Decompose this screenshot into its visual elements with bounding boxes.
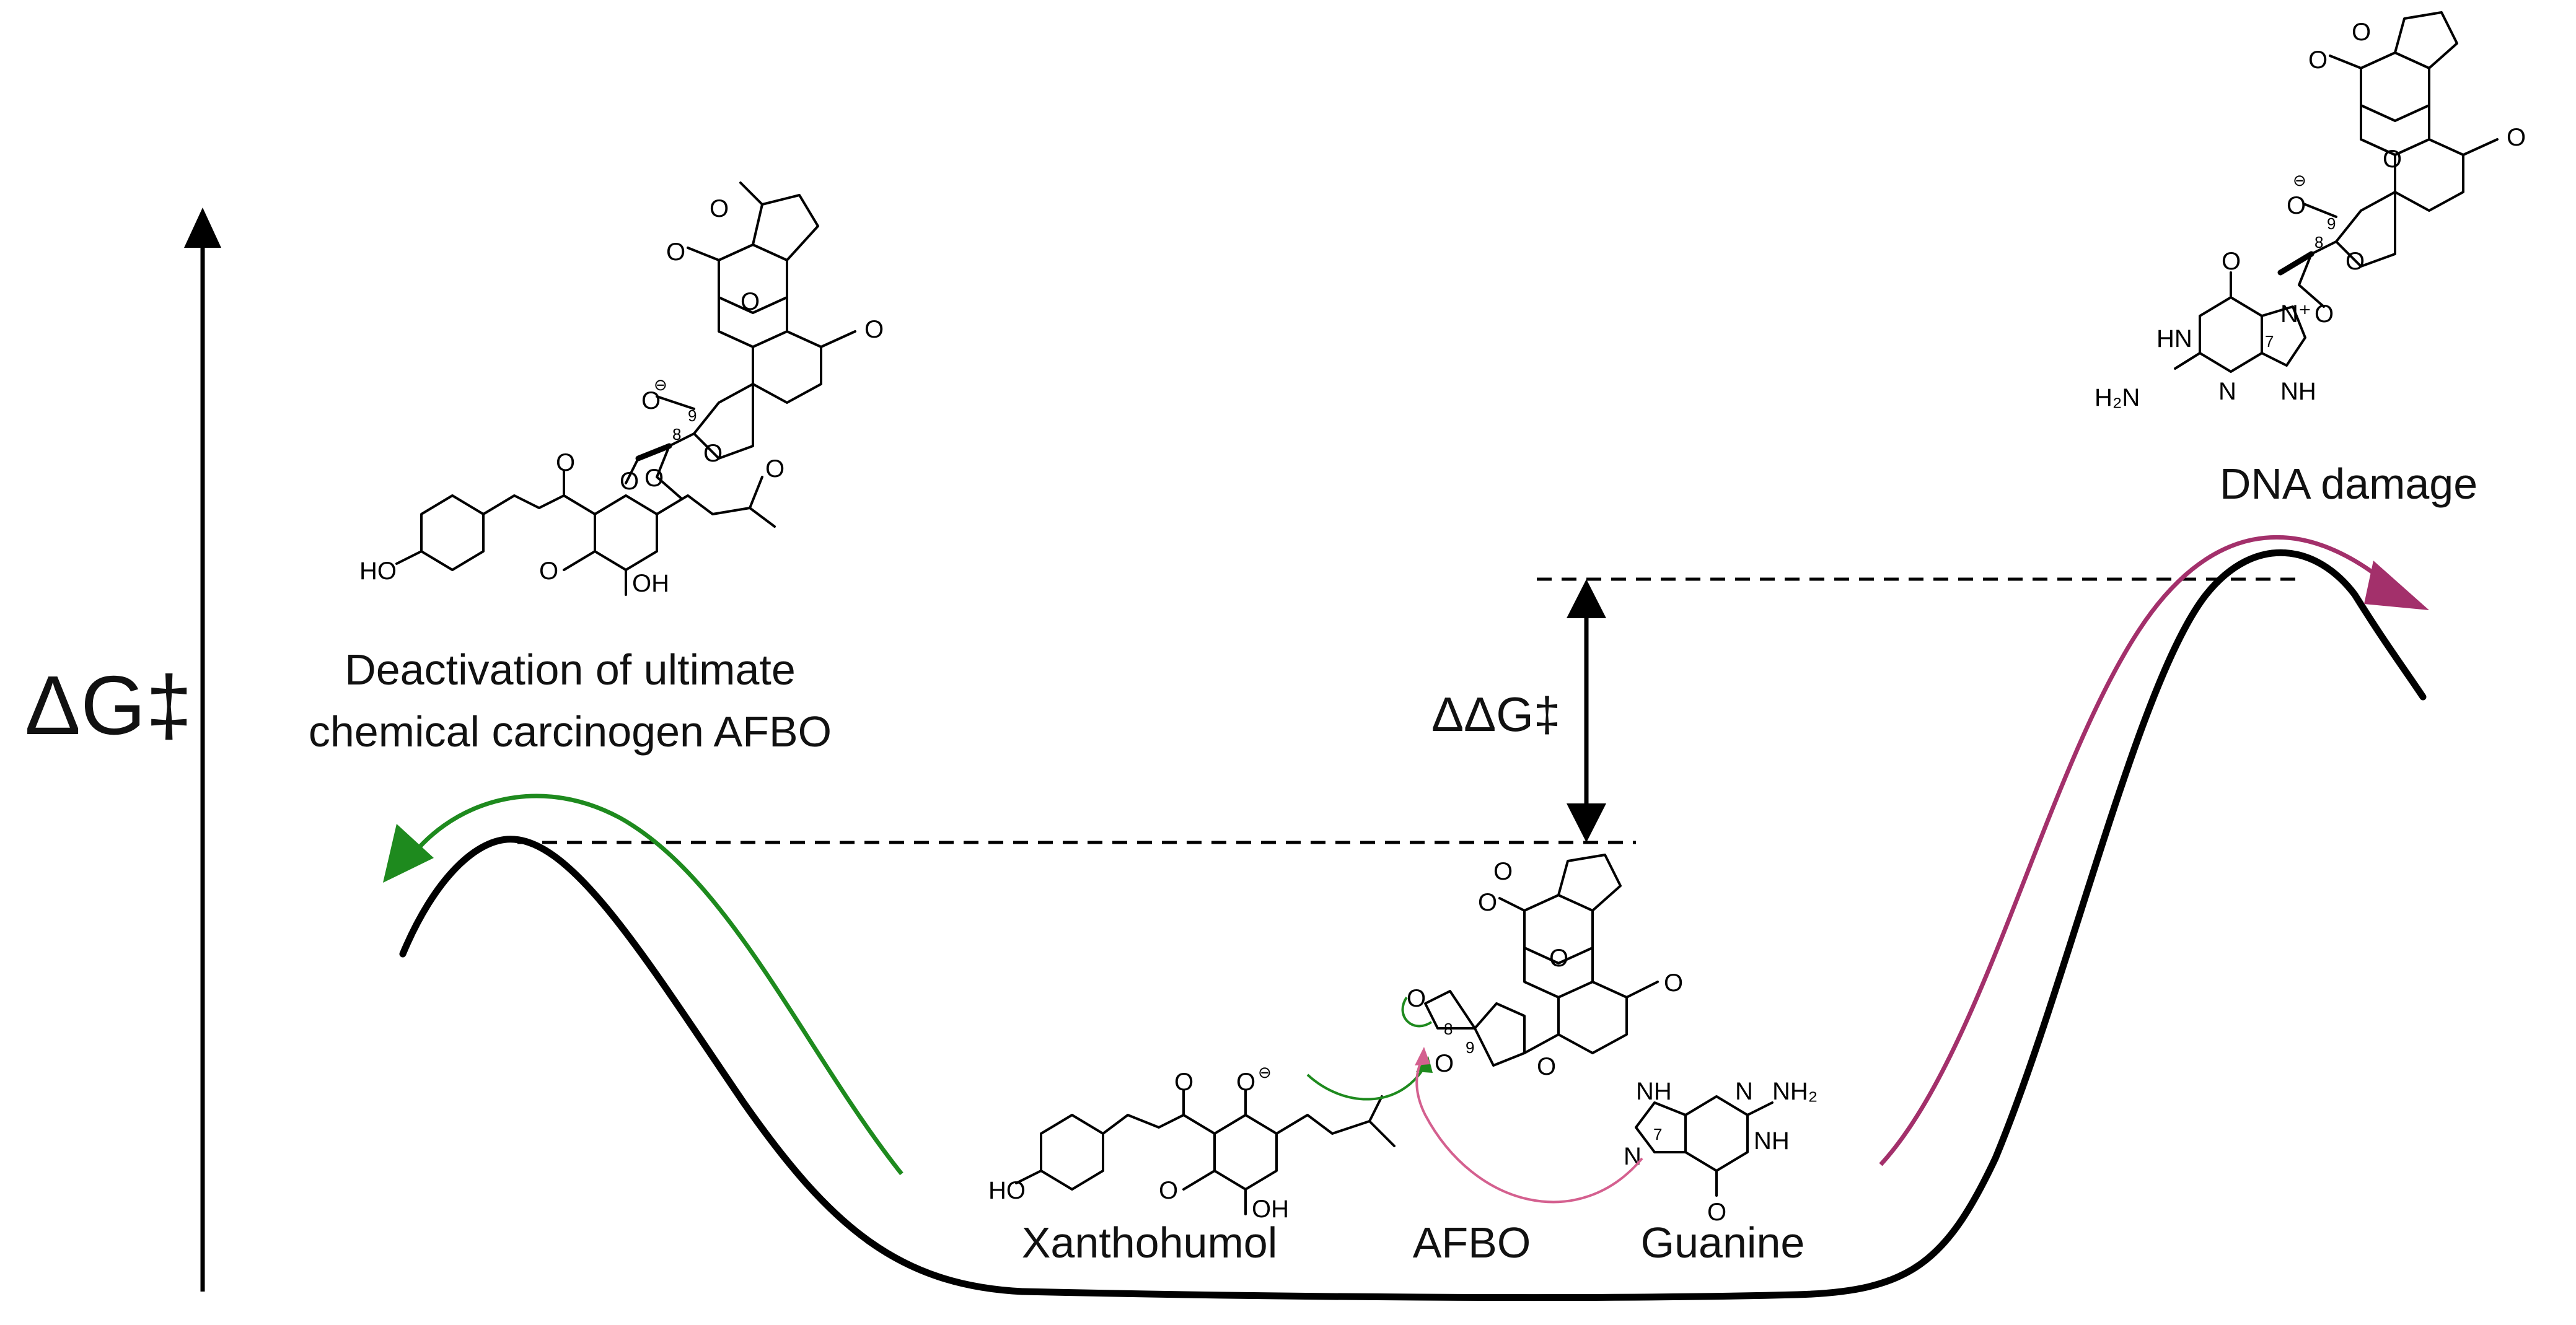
position-9: 9	[688, 406, 697, 425]
atom-o: O	[1159, 1177, 1178, 1204]
atom-o: O	[2287, 192, 2306, 219]
atom-o: O	[2352, 19, 2371, 46]
atom-o: O	[2222, 248, 2241, 275]
position-8: 8	[2314, 233, 2323, 251]
atom-o: O	[864, 316, 884, 343]
atom-nh2: NH₂	[1772, 1078, 1818, 1105]
atom-o: O	[741, 288, 760, 315]
atom-nh: NH	[1636, 1078, 1672, 1105]
atom-o: O	[2383, 146, 2402, 173]
y-axis-label: ΔG‡	[25, 658, 192, 752]
atom-o: O	[1174, 1069, 1193, 1096]
atom-o: O	[703, 440, 723, 467]
atom-hn: HN	[2156, 325, 2192, 352]
atom-n: N	[1624, 1143, 1642, 1170]
adduct-structure-xanthohumol-afbo: O O O O O ⊖ O O O 9 8 O O HO OH O	[359, 181, 884, 597]
ddg-label: ΔΔG‡	[1431, 687, 1560, 741]
atom-o: O	[2314, 300, 2334, 328]
atom-ho: HO	[988, 1177, 1026, 1204]
green-pathway-arrow	[404, 794, 903, 1176]
atom-ho: HO	[359, 558, 397, 585]
green-epoxide-arrow	[1401, 996, 1433, 1028]
atom-o: O	[710, 195, 729, 222]
green-mechanism-arrow	[1306, 1065, 1426, 1101]
charge-minus: ⊖	[1258, 1063, 1272, 1082]
position-7: 7	[2265, 332, 2274, 351]
energy-profile-curve	[399, 549, 2427, 1301]
atom-nh: NH	[2280, 378, 2316, 405]
atom-o: O	[2507, 124, 2526, 151]
afbo-label: AFBO	[1413, 1218, 1531, 1267]
atom-o: O	[765, 455, 785, 483]
atom-o: O	[1478, 889, 1497, 916]
xanthohumol-structure: O O ⊖ HO OH O	[988, 1063, 1396, 1223]
atom-o: O	[539, 558, 558, 585]
atom-o: O	[1707, 1199, 1726, 1226]
atom-o: O	[2308, 46, 2328, 74]
position-8: 8	[672, 425, 681, 444]
atom-o: O	[641, 387, 661, 414]
atom-o: O	[1236, 1069, 1255, 1096]
atom-o: O	[1407, 985, 1426, 1012]
position-7: 7	[1653, 1125, 1662, 1144]
xanthohumol-label: Xanthohumol	[1022, 1218, 1278, 1267]
atom-o: O	[2345, 248, 2365, 275]
atom-o: O	[1493, 858, 1513, 885]
atom-o: O	[620, 468, 639, 495]
charge-minus: ⊖	[2293, 171, 2306, 190]
position-9: 9	[1466, 1038, 1474, 1057]
adduct-structure-afbo-guanine: O O O O O ⊖ O O 9 8 O HN H₂N N N⁺ NH 7	[2095, 11, 2526, 411]
ddg-double-arrow	[1567, 579, 1606, 842]
y-axis	[184, 208, 221, 1292]
guanine-label: Guanine	[1641, 1218, 1805, 1267]
atom-o: O	[1435, 1050, 1454, 1077]
atom-o: O	[644, 465, 664, 492]
afbo-structure: O O O O O O O 8 9	[1407, 854, 1683, 1080]
dna-damage-label: DNA damage	[2220, 460, 2477, 508]
green-arrowhead	[383, 824, 434, 883]
position-8: 8	[1444, 1020, 1453, 1038]
atom-oh: OH	[632, 570, 669, 597]
atom-n7-plus: N⁺	[2280, 300, 2311, 328]
atom-n: N	[2218, 378, 2236, 405]
atom-o: O	[1537, 1053, 1556, 1080]
atom-o: O	[556, 449, 575, 476]
pink-mechanism-arrowhead	[1415, 1047, 1430, 1065]
guanine-structure: NH N NH₂ N NH O 7	[1624, 1078, 1818, 1226]
magenta-arrowhead	[2364, 561, 2429, 610]
atom-nh: NH	[1754, 1127, 1790, 1155]
position-9: 9	[2327, 214, 2336, 233]
atom-o: O	[1549, 945, 1568, 972]
atom-o: O	[666, 238, 685, 266]
atom-n: N	[1735, 1078, 1753, 1105]
y-axis-arrowhead	[184, 208, 221, 248]
magenta-pathway-arrow	[1879, 535, 2388, 1166]
deactivation-label-line1: Deactivation of ultimate	[345, 645, 796, 694]
atom-h2n: H₂N	[2095, 384, 2140, 411]
atom-oh: OH	[1252, 1196, 1289, 1223]
charge-minus: ⊖	[654, 375, 667, 394]
deactivation-label-line2: chemical carcinogen AFBO	[309, 707, 832, 756]
atom-o: O	[1664, 969, 1683, 997]
pink-mechanism-arrow	[1415, 1059, 1643, 1204]
